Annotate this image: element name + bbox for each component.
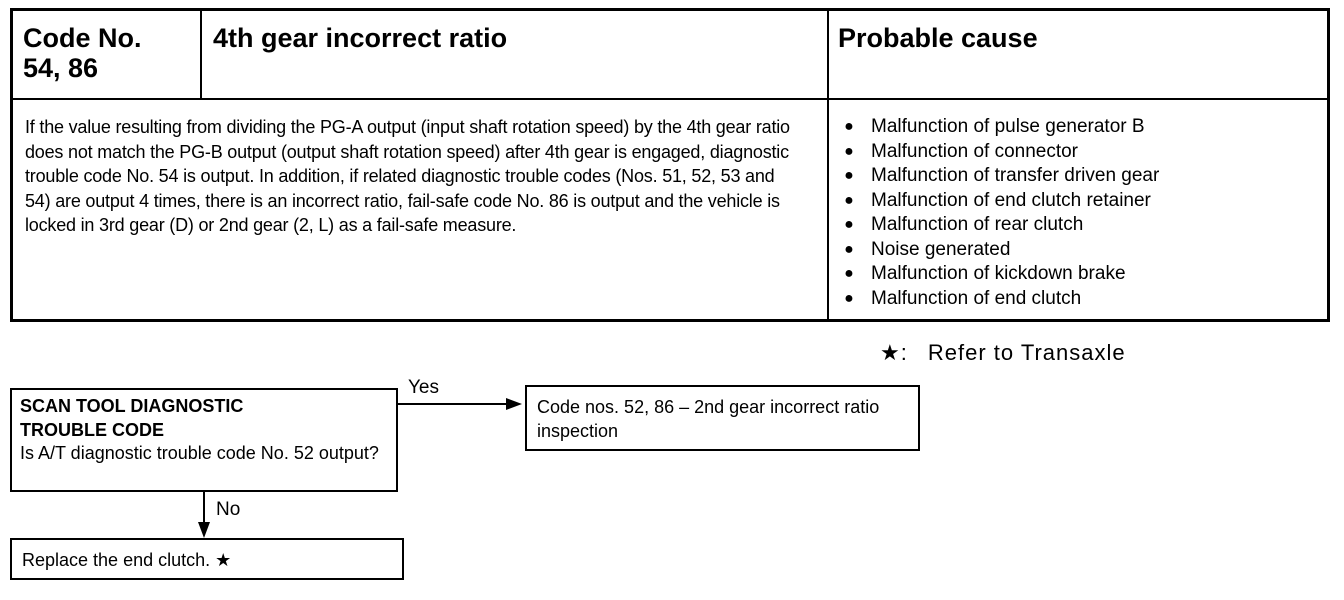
code-numbers: 54, 86 [23,53,99,83]
bullet-icon: ● [844,240,854,258]
yes-label: Yes [408,377,439,398]
fault-description: If the value resulting from dividing the… [25,117,790,235]
probable-cause-list: ●Malfunction of pulse generator B ●Malfu… [839,115,1319,311]
scan-title-line-2: TROUBLE CODE [20,420,164,440]
scan-tool-check-box: SCAN TOOL DIAGNOSTIC TROUBLE CODE Is A/T… [10,388,398,492]
bullet-icon: ● [844,289,854,307]
list-item: ●Malfunction of end clutch [839,287,1319,312]
list-item: ●Malfunction of transfer driven gear [839,164,1319,189]
no-arrowhead-icon [198,522,210,538]
probable-cause-header: Probable cause [838,23,1038,53]
scan-question: Is A/T diagnostic trouble code No. 52 ou… [20,443,379,463]
no-label: No [216,499,241,520]
list-item: ●Malfunction of pulse generator B [839,115,1319,140]
bullet-icon: ● [844,142,854,160]
code-header: Code No. 54, 86 [23,23,193,83]
diagnostic-table: Code No. 54, 86 4th gear incorrect ratio… [10,8,1330,322]
bullet-icon: ● [844,216,854,233]
list-item: ●Malfunction of kickdown brake [839,262,1319,287]
yes-arrowhead-icon [506,398,522,410]
scan-title-line-1: SCAN TOOL DIAGNOSTIC [20,396,244,416]
table-row-divider [13,98,1327,100]
star-icon: ★: [880,340,908,365]
list-item: ●Malfunction of end clutch retainer [839,189,1319,214]
no-result-box: Replace the end clutch. ★ [10,538,404,580]
bullet-icon: ● [844,191,854,209]
bullet-icon: ● [844,265,854,282]
note-text: Refer to Transaxle [927,340,1126,365]
list-item: ●Malfunction of connector [839,140,1319,165]
bullet-icon: ● [844,118,854,135]
yes-result-box: Code nos. 52, 86 – 2nd gear incorrect ra… [525,385,920,451]
table-column-divider [200,11,202,98]
fault-title: 4th gear incorrect ratio [213,23,508,53]
bullet-icon: ● [844,167,854,184]
table-column-divider [827,11,829,319]
list-item: ●Noise generated [839,238,1319,263]
code-label: Code No. [23,23,142,53]
list-item: ●Malfunction of rear clutch [839,213,1319,238]
transaxle-note: ★: Refer to Transaxle [880,340,1126,366]
